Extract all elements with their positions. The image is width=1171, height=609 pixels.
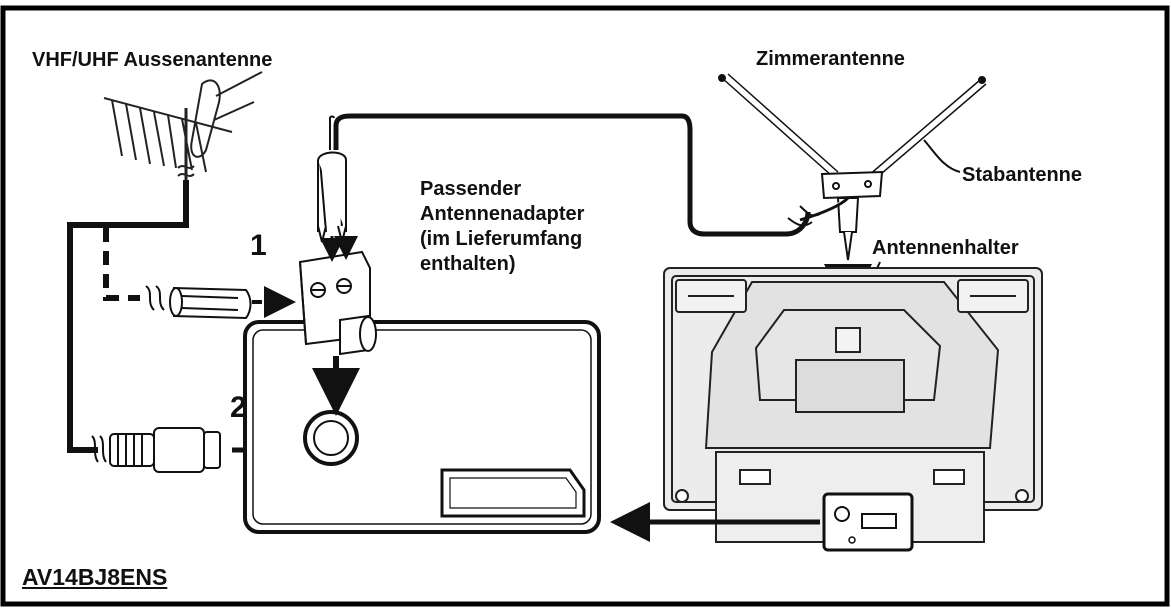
- cable-break-mark: [145, 285, 165, 311]
- adapter-label-line4: enthalten): [420, 253, 516, 275]
- adapter-label-line3: (im Lieferumfang: [420, 228, 583, 250]
- tv-av-panel-icon: [822, 492, 914, 552]
- antenna-adapter-icon: [298, 115, 377, 356]
- antenna-holder-label: Antennenhalter: [872, 237, 1019, 259]
- ribbon-cable-dashed: [103, 228, 140, 301]
- rod-antenna-label: Stabantenne: [962, 164, 1083, 186]
- model-number: AV14BJ8ENS: [22, 564, 168, 590]
- coax-cable-break: [91, 435, 107, 463]
- ribbon-cable-end: [169, 286, 252, 320]
- tv-rear-view: [663, 267, 1043, 543]
- indoor-antenna-icon: [718, 73, 987, 261]
- adapter-label-line2: Antennenadapter: [420, 203, 585, 225]
- antenna-socket-icon: [303, 410, 359, 466]
- indoor-antenna-label: Zimmerantenne: [756, 48, 905, 70]
- outdoor-antenna-icon: [103, 71, 263, 180]
- step-1-label: 1: [250, 229, 267, 262]
- rod-antenna-pointer: [923, 139, 961, 173]
- indoor-antenna-cable: [333, 113, 811, 237]
- antenna-cable: [67, 180, 189, 453]
- outdoor-antenna-label: VHF/UHF Aussenantenne: [32, 49, 273, 71]
- adapter-label-line1: Passender: [420, 178, 522, 200]
- av-connector-icon: [440, 468, 586, 518]
- step-2-label: 2: [230, 391, 247, 424]
- coax-plug-icon: [109, 427, 221, 473]
